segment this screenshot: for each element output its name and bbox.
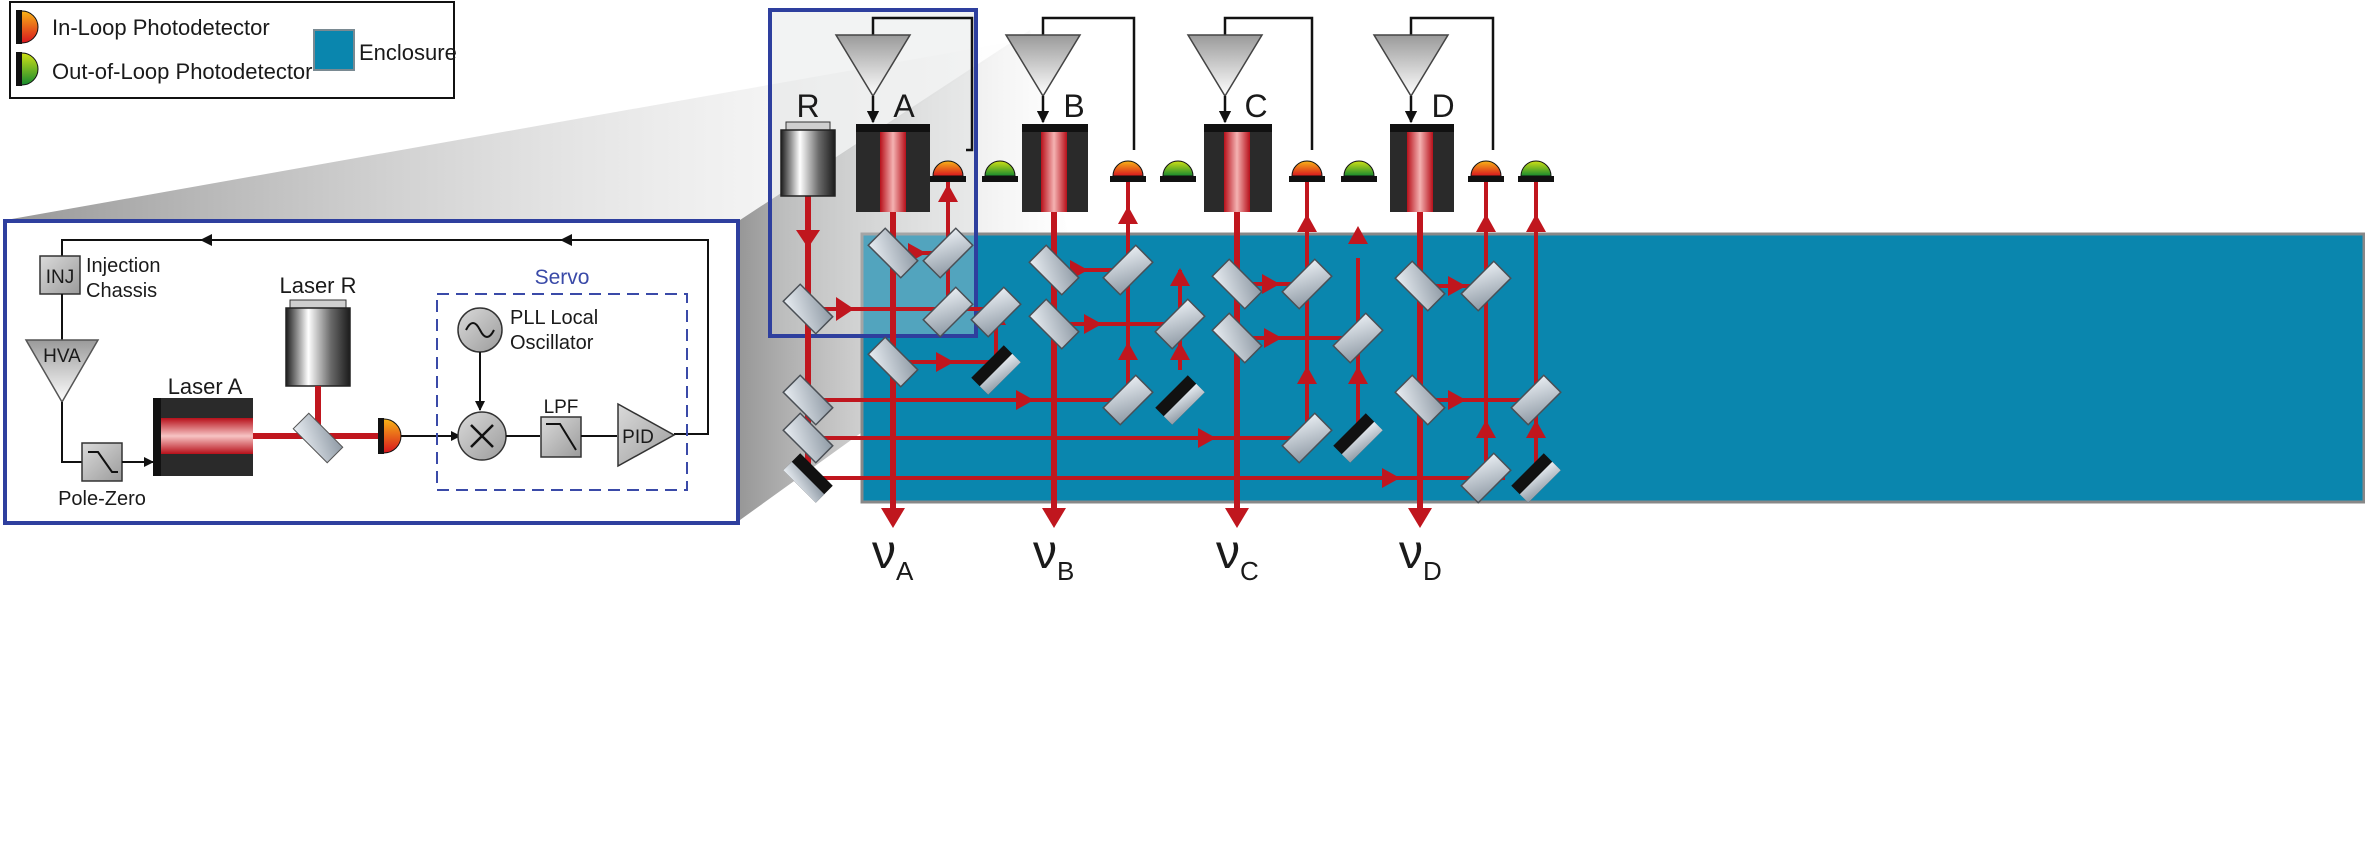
amp-b-icon <box>1004 34 1082 98</box>
amp-a-icon <box>834 34 912 98</box>
in-loop-pd-c-icon <box>1289 160 1325 182</box>
laser-d-array-icon <box>1390 124 1454 212</box>
hva-label: HVA <box>43 346 81 367</box>
laser-b-array-label: B <box>1063 88 1084 124</box>
injection-chassis-box <box>39 255 81 295</box>
beam-splitters <box>782 227 1562 504</box>
combiner-mirror-icon <box>292 412 344 464</box>
output-nu-c: νC <box>1216 526 1259 586</box>
pll-label-1: PLL Local <box>510 307 598 329</box>
legend-in-loop-label: In-Loop Photodetector <box>52 15 270 40</box>
oscillator-icon <box>457 307 503 353</box>
amplifiers <box>834 16 1495 152</box>
in-loop-pd-b-icon <box>1110 160 1146 182</box>
in-loop-pd-a-icon <box>930 160 966 182</box>
laser-a-icon <box>153 398 253 476</box>
injection-box-label: INJ <box>46 267 75 288</box>
out-of-loop-photodetector-icon <box>16 52 39 86</box>
out-loop-pd-d-icon <box>1518 160 1554 182</box>
amp-c-icon <box>1186 34 1264 98</box>
output-labels: νA νB νC νD <box>872 526 1442 586</box>
servo-box <box>436 293 688 491</box>
laser-a-label: Laser A <box>168 374 243 399</box>
pid-amplifier-icon <box>617 402 676 468</box>
photodetectors <box>930 160 1554 182</box>
laser-r-array-icon <box>780 121 836 197</box>
laser-a-array-label: A <box>893 88 915 124</box>
enclosure-swatch-icon <box>313 29 355 71</box>
legend: In-Loop Photodetector Out-of-Loop Photod… <box>9 1 457 99</box>
out-loop-pd-b-icon <box>1160 160 1196 182</box>
pole-zero-filter-box <box>81 442 123 482</box>
out-loop-pd-c-icon <box>1341 160 1377 182</box>
laser-b-array-icon <box>1022 124 1088 212</box>
laser-d-array-label: D <box>1431 88 1454 124</box>
amp-d-icon <box>1372 34 1450 98</box>
in-loop-pd-d-icon <box>1468 160 1504 182</box>
pole-zero-label: Pole-Zero <box>58 488 146 510</box>
output-nu-a: νA <box>872 526 914 586</box>
detail-panel: INJ Injection Chassis HVA Pole-Zero Lase… <box>3 219 740 525</box>
pll-label-2: Oscillator <box>510 332 594 354</box>
enclosure <box>860 232 2365 504</box>
end-mirrors <box>783 345 1561 503</box>
hva-amplifier-icon <box>24 339 100 404</box>
laser-r-icon <box>285 299 351 387</box>
output-nu-b: νB <box>1033 526 1074 586</box>
laser-a-array-icon <box>856 124 930 212</box>
output-nu-d: νD <box>1399 526 1442 586</box>
laser-r-array-label: R <box>796 88 819 124</box>
laser-c-array-icon <box>1204 124 1272 212</box>
mixer-icon <box>457 411 507 461</box>
pid-label: PID <box>622 427 654 448</box>
laser-c-array-label: C <box>1244 88 1267 124</box>
injection-label-1: Injection <box>86 255 161 277</box>
laser-r-label: Laser R <box>279 273 356 298</box>
in-loop-photodetector-icon <box>16 10 39 44</box>
servo-label: Servo <box>535 266 590 289</box>
lpf-label: LPF <box>544 397 579 418</box>
legend-enclosure-label: Enclosure <box>359 40 457 65</box>
legend-out-loop-label: Out-of-Loop Photodetector <box>52 59 313 84</box>
beam-arrows <box>796 184 1546 528</box>
injection-label-2: Chassis <box>86 280 157 302</box>
out-loop-pd-a-icon <box>982 160 1018 182</box>
